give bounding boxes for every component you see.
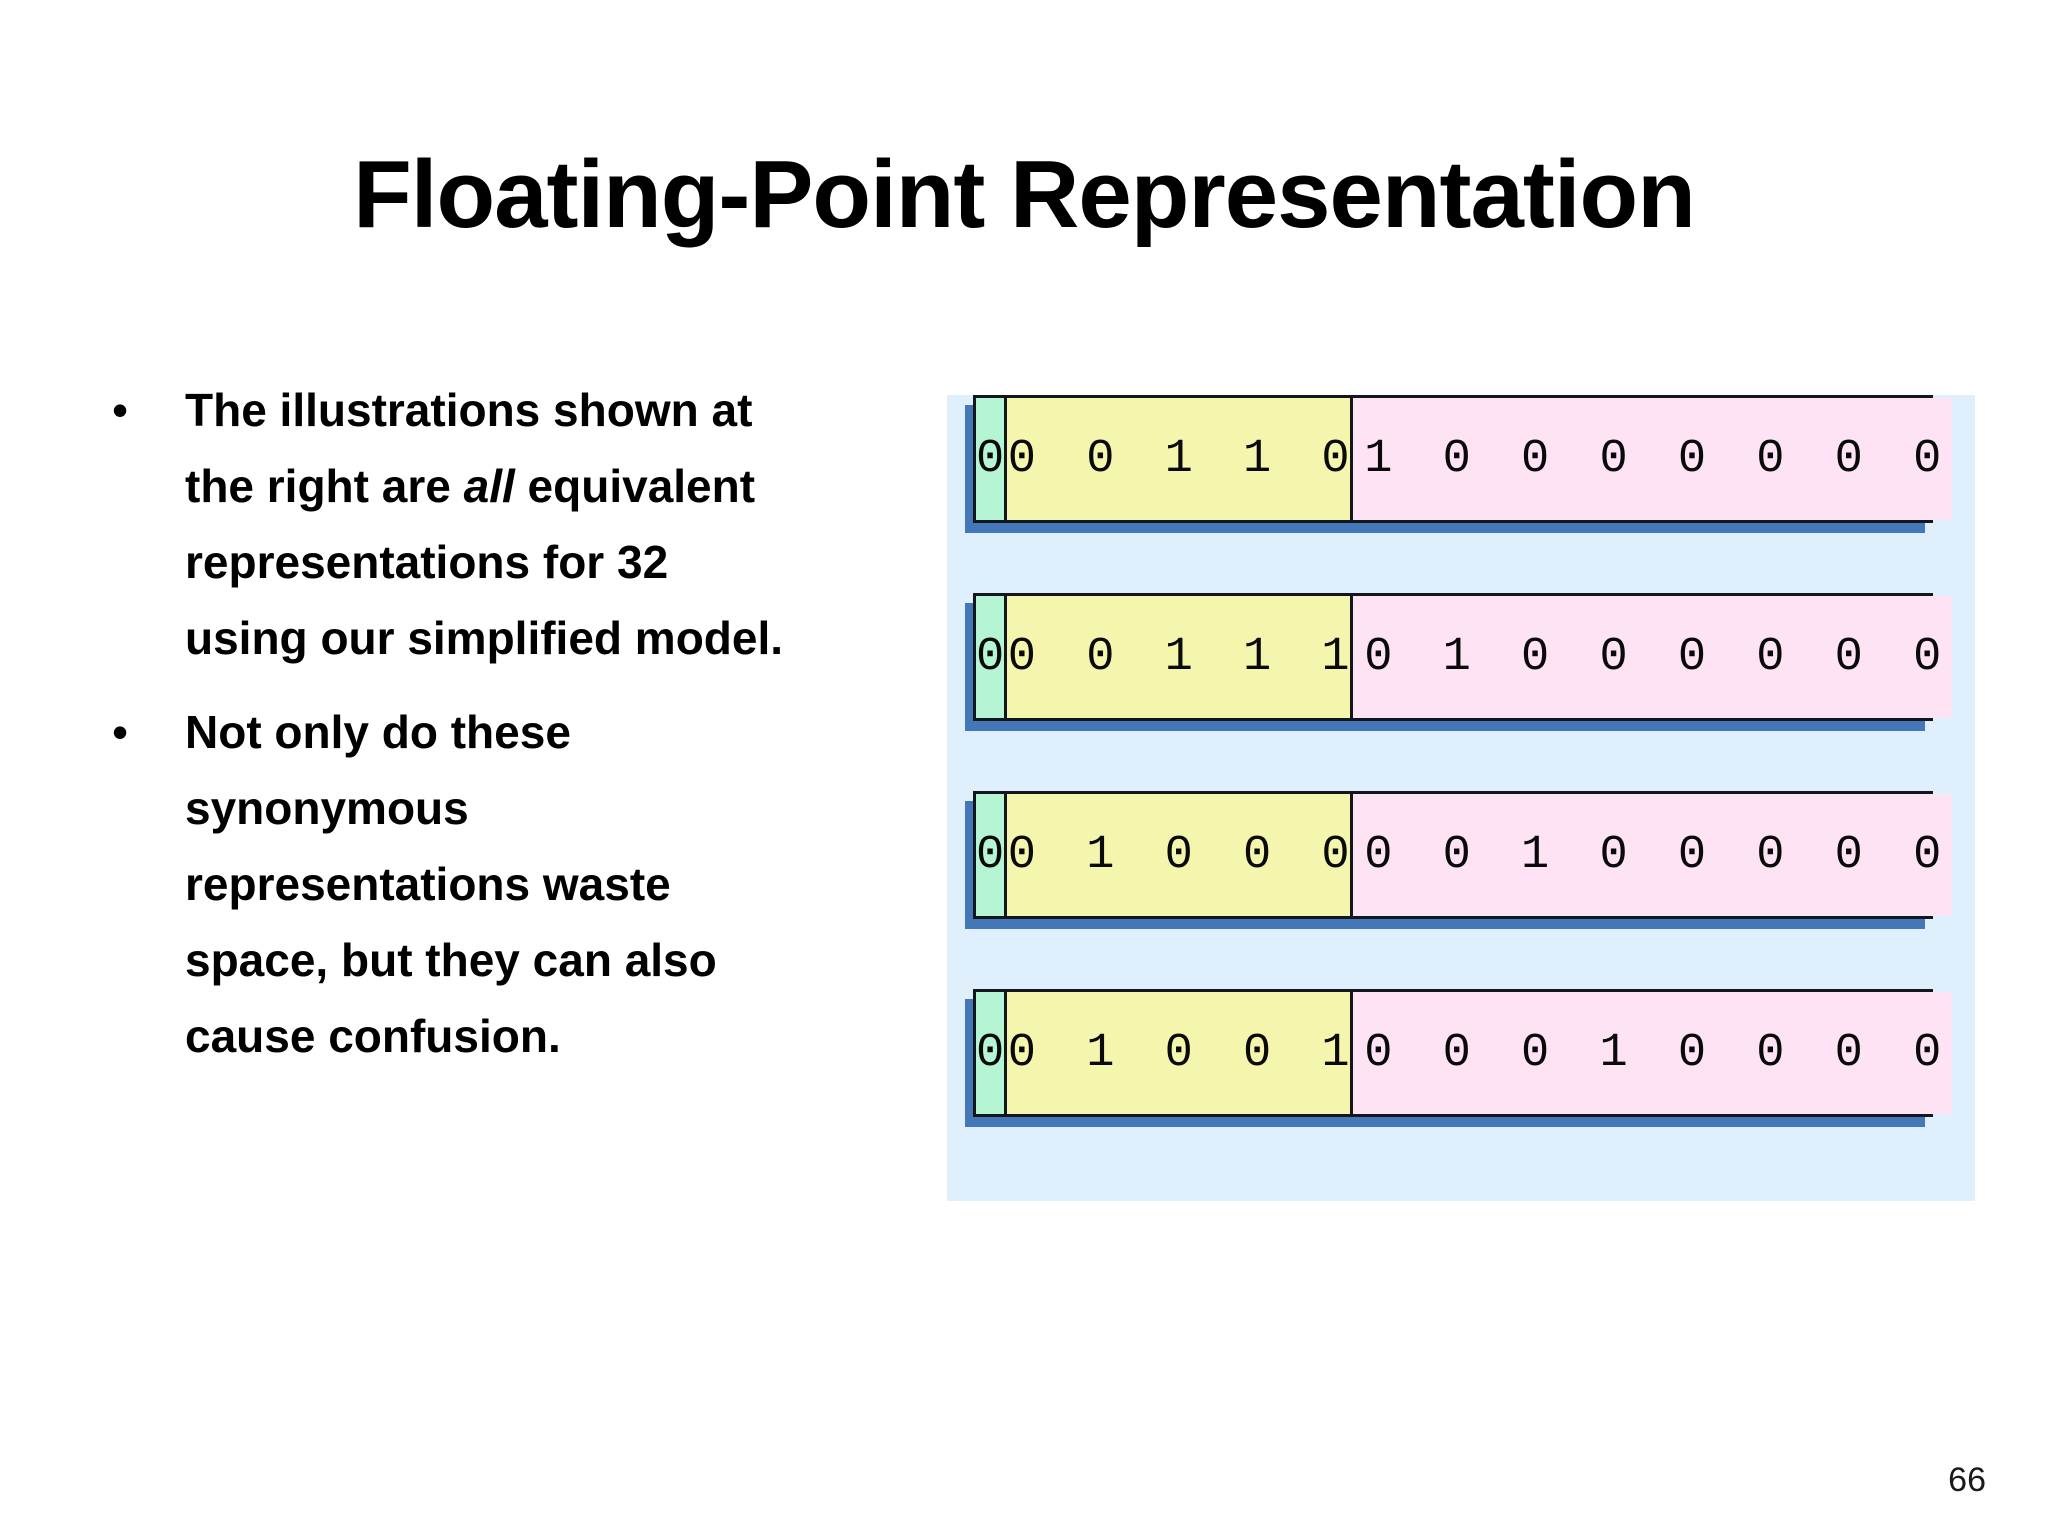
bullet-marker-icon: • — [112, 706, 129, 758]
bit-pattern-row: 0 0 0 1 1 0 1 0 0 0 0 0 0 0 — [965, 395, 1953, 533]
row-body: 0 0 1 0 0 1 0 0 0 1 0 0 0 0 — [973, 989, 1953, 1117]
row-body: 0 0 1 0 0 0 0 0 1 0 0 0 0 0 — [973, 791, 1953, 919]
bit-pattern-row: 0 0 0 1 1 1 0 1 0 0 0 0 0 0 — [965, 593, 1953, 731]
page-title: Floating-Point Representation — [353, 141, 1696, 249]
bullet-text-part-leading: Not only do these synonymous representat… — [185, 706, 717, 1062]
row-body: 0 0 0 1 1 1 0 1 0 0 0 0 0 0 — [973, 593, 1953, 721]
exponent-field: 0 0 1 1 0 — [1007, 398, 1354, 520]
exponent-field: 0 1 0 0 1 — [1007, 992, 1354, 1114]
mantissa-field: 1 0 0 0 0 0 0 0 — [1353, 398, 1953, 520]
bullet-text-part-trailing: equivalent representations for 32 using … — [185, 460, 784, 664]
bullet-text-emphasis: all — [463, 460, 515, 512]
mantissa-field: 0 0 0 1 0 0 0 0 — [1353, 992, 1953, 1114]
row-body: 0 0 0 1 1 0 1 0 0 0 0 0 0 0 — [973, 395, 1953, 523]
bullet-list: • The illustrations shown at the right a… — [100, 372, 900, 1092]
sign-field: 0 — [976, 398, 1008, 520]
mantissa-field: 0 0 1 0 0 0 0 0 — [1353, 794, 1953, 916]
sign-field: 0 — [976, 596, 1008, 718]
bit-pattern-row: 0 0 1 0 0 0 0 0 1 0 0 0 0 0 — [965, 791, 1953, 929]
floating-point-diagram-panel: 0 0 0 1 1 0 1 0 0 0 0 0 0 0 0 0 0 1 1 1 … — [947, 395, 1975, 1201]
bit-pattern-row: 0 0 1 0 0 1 0 0 0 1 0 0 0 0 — [965, 989, 1953, 1127]
sign-field: 0 — [976, 992, 1008, 1114]
mantissa-field: 0 1 0 0 0 0 0 0 — [1353, 596, 1953, 718]
list-item: • The illustrations shown at the right a… — [100, 372, 900, 676]
exponent-field: 0 0 1 1 1 — [1007, 596, 1354, 718]
exponent-field: 0 1 0 0 0 — [1007, 794, 1354, 916]
list-item: • Not only do these synonymous represent… — [100, 694, 900, 1074]
bullet-text-part-leading: The illustrations shown at the right are — [185, 384, 753, 512]
bullet-marker-icon: • — [112, 384, 129, 436]
page-number: 66 — [1948, 1461, 1986, 1499]
bullet-item-label: The illustrations shown at the right are… — [185, 372, 795, 676]
bullet-item-label: Not only do these synonymous representat… — [185, 694, 795, 1074]
sign-field: 0 — [976, 794, 1008, 916]
